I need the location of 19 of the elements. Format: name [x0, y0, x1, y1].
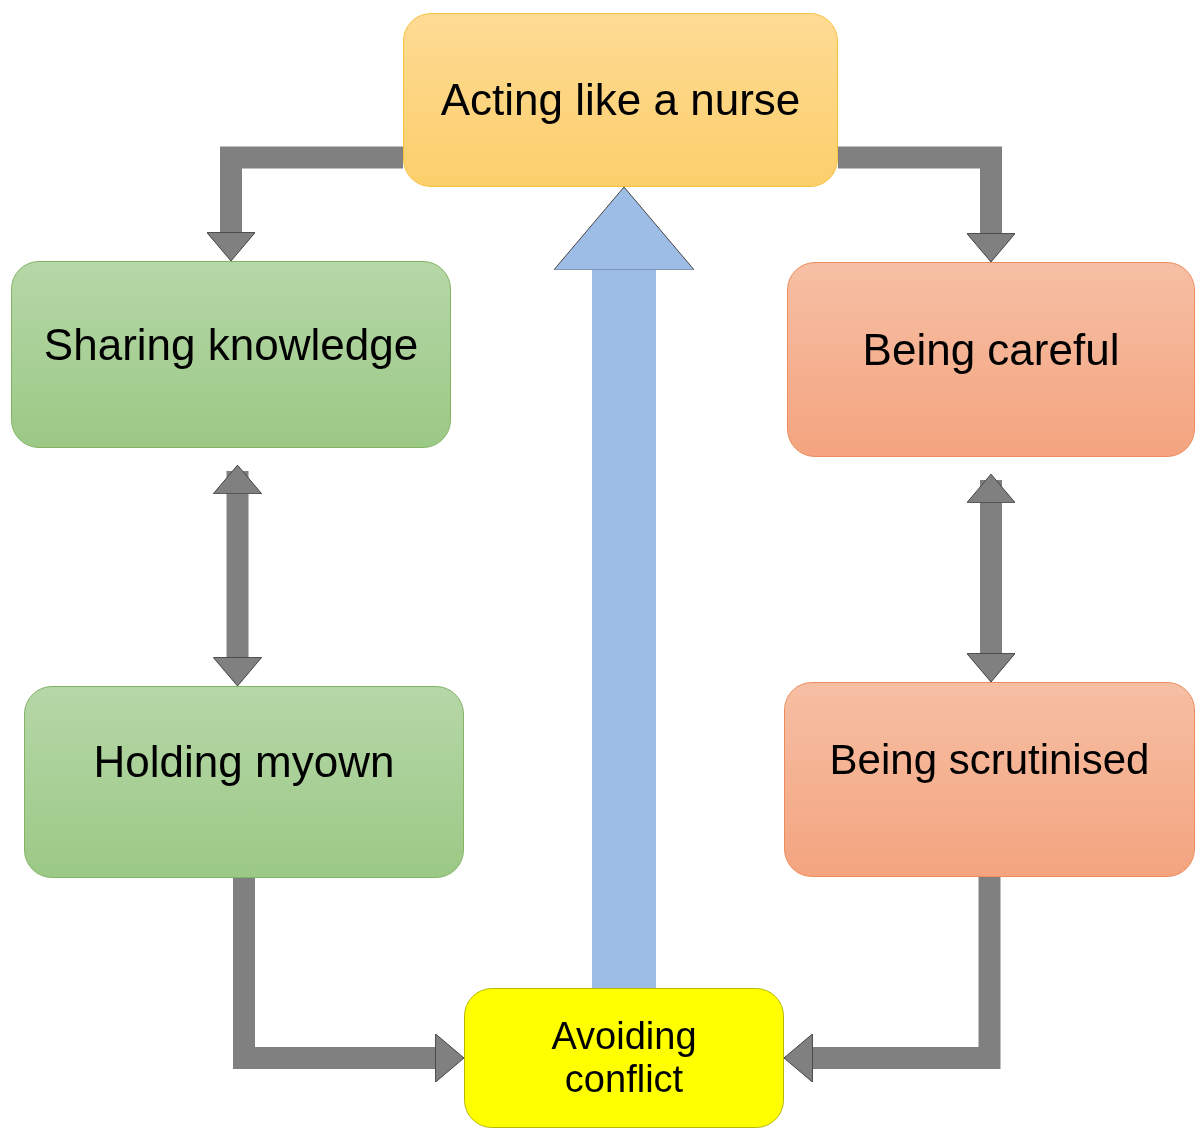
- box-label: Being scrutinised: [829, 735, 1150, 784]
- rounded-box: [24, 686, 464, 878]
- rounded-box: [787, 262, 1195, 457]
- rounded-box: [784, 682, 1195, 877]
- box-label: Sharing knowledge: [43, 319, 419, 370]
- bent-arrow: [233, 878, 465, 1083]
- bent-arrow: [838, 146, 1016, 263]
- bent-arrow: [212, 464, 263, 687]
- bent-arrow: [783, 877, 1001, 1083]
- box-label: Avoiding conflict: [550, 1015, 698, 1101]
- rounded-box: [464, 988, 784, 1128]
- box-label: Acting like a nurse: [440, 75, 801, 125]
- bent-arrow: [966, 473, 1016, 683]
- rounded-box: [403, 13, 838, 187]
- box-label: Being careful: [862, 324, 1120, 375]
- bent-arrow: [206, 146, 403, 262]
- rounded-box: [11, 261, 451, 448]
- box-label: Holding myown: [93, 737, 395, 787]
- block-arrow: [553, 186, 695, 988]
